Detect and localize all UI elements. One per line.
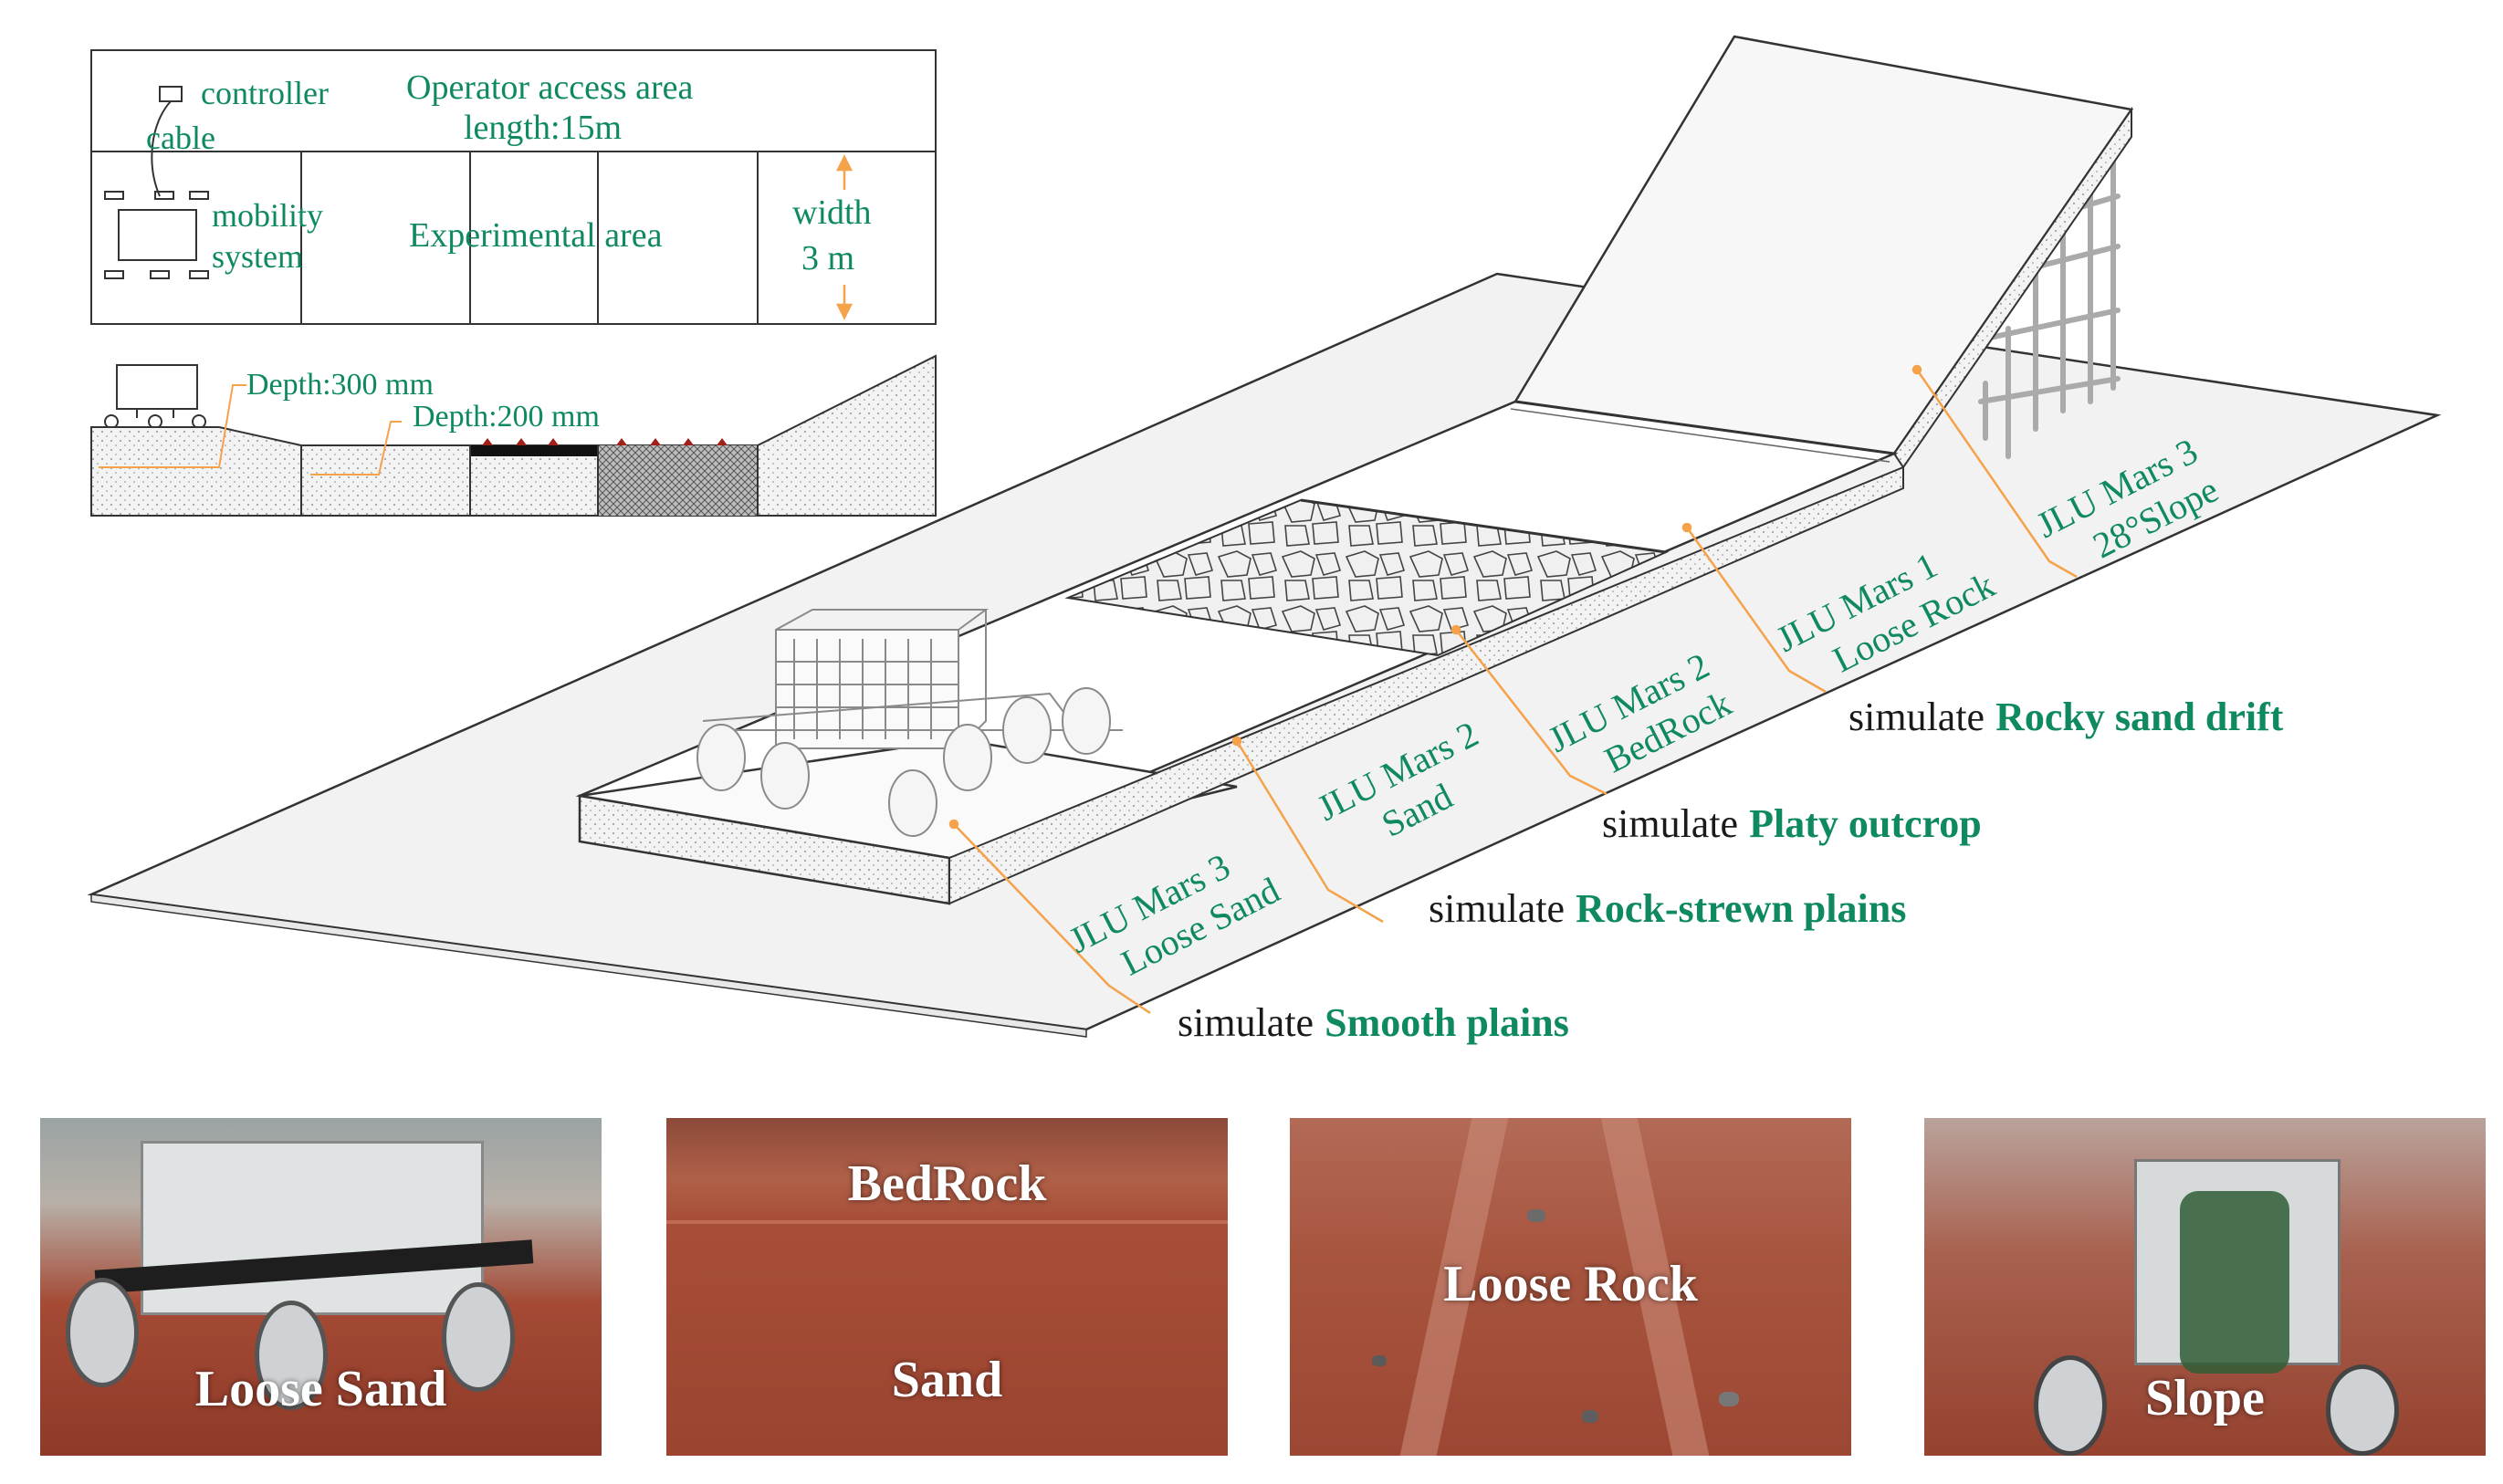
- rover-sketch: [696, 609, 1123, 837]
- experimental-area-label: Experimental area: [409, 216, 663, 255]
- cable-label: cable: [146, 120, 215, 156]
- length-label: length:15m: [464, 109, 622, 147]
- controller-label: controller: [201, 75, 329, 111]
- depth-200-label: Depth:200 mm: [413, 400, 600, 434]
- width-label: width: [792, 193, 872, 232]
- photo-label-slope: Slope: [2145, 1370, 2265, 1427]
- rover-wheel-photo: [2326, 1364, 2399, 1456]
- cable-bundle: [2180, 1191, 2289, 1374]
- system-label: system: [212, 238, 303, 275]
- photo-loose-sand: Loose Sand: [40, 1118, 602, 1456]
- width-arrow: [835, 154, 854, 320]
- photo-label-loose-sand: Loose Sand: [194, 1361, 447, 1417]
- photo-label-sand: Sand: [891, 1352, 1003, 1408]
- photo-loose-rock: Loose Rock: [1290, 1118, 1851, 1456]
- rover-body-photo: [141, 1141, 484, 1315]
- depth-300-label: Depth:300 mm: [246, 368, 434, 402]
- rover-wheel-photo: [442, 1282, 515, 1392]
- photo-label-loose-rock: Loose Rock: [1443, 1256, 1698, 1312]
- photo-bedrock-sand: BedRock Sand: [666, 1118, 1228, 1456]
- rock: [1372, 1355, 1387, 1366]
- rover-wheel-photo: [2034, 1355, 2107, 1456]
- track-edge: [666, 1220, 1228, 1224]
- cross-section: Depth:300 mm Depth:200 mm: [90, 354, 937, 517]
- operator-area-label: Operator access area: [406, 68, 693, 107]
- leader-lines: [948, 364, 2078, 1015]
- rock: [1582, 1410, 1598, 1423]
- plan-view: controller cable Operator access area le…: [90, 49, 937, 325]
- mobility-label: mobility: [212, 197, 323, 234]
- width-value: 3 m: [801, 239, 854, 277]
- rock: [1527, 1209, 1545, 1222]
- rover-wheel-photo: [66, 1278, 139, 1387]
- rover-wheel-photo: [255, 1301, 328, 1410]
- photo-slope: Slope: [1924, 1118, 2486, 1456]
- rock: [1719, 1392, 1739, 1406]
- testbed-3d: [87, 35, 2442, 1038]
- rover-plan-icon: [104, 191, 209, 279]
- photo-label-bedrock: BedRock: [847, 1155, 1047, 1212]
